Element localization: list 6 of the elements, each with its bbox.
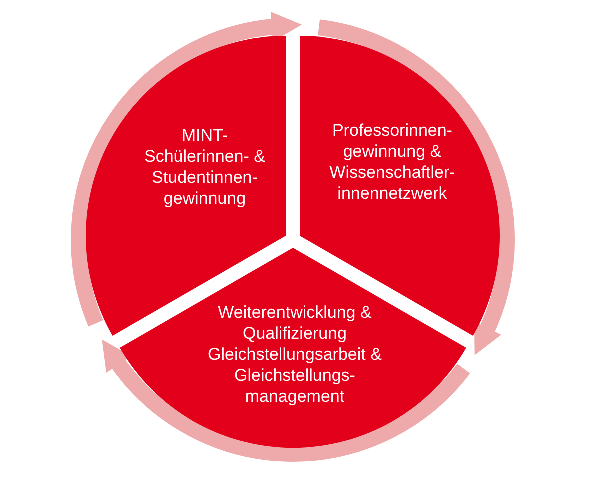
cycle-arrow [71, 12, 302, 326]
cycle-arrow [318, 20, 515, 356]
segment-label: Weiterentwicklung & Qualifizierung Gleichstellungsarbeit & Gleichstellungs-management [207, 302, 383, 407]
cycle-arrow [100, 340, 470, 462]
segment-label: MINT- Schülerinnen- & Studentinnen-gewinnung [144, 125, 266, 209]
segment-label: Professorinnen-gewinnung & Wissenschaftler-innennetzwerk [328, 120, 456, 204]
